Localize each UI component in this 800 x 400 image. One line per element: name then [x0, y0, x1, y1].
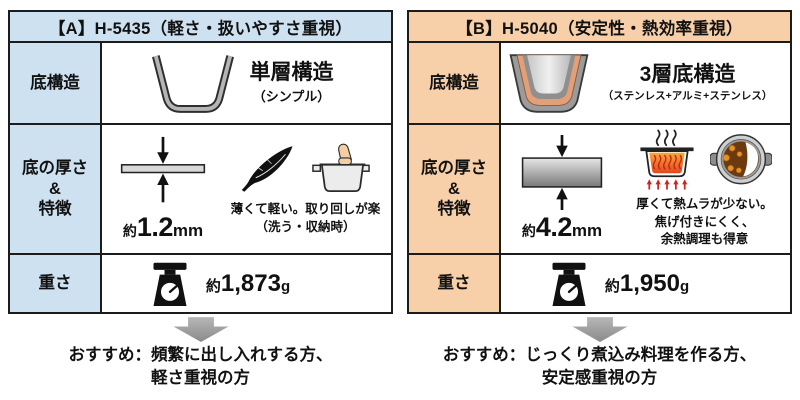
model-b-thickness-row: 底の厚さ & 特徴 — [409, 123, 790, 253]
kitchen-scale-icon — [552, 262, 586, 306]
feature-text: 厚くて熱ムラが少ない。 焦げ付きにくく、 余熱調理も得意 — [636, 197, 773, 247]
single-layer-pot-icon — [151, 54, 234, 113]
thickness-value: 約 4.2 mm — [521, 212, 603, 242]
heating-pot-icon — [639, 129, 694, 190]
triple-layer-pot-icon — [509, 53, 589, 113]
comparison-diagram: 【A】H-5435（軽さ・扱いやすさ重視） 底構造 単層構造 （シンプル） — [8, 10, 792, 390]
feature-icons — [240, 142, 372, 196]
weight-content: 約 1,873 g — [102, 255, 391, 312]
model-a-structure-row: 底構造 単層構造 （シンプル） — [10, 41, 391, 123]
structure-title: 単層構造 — [249, 60, 334, 84]
model-a-thickness-row: 底の厚さ & 特徴 約 — [10, 123, 391, 253]
thickness-label: 底の厚さ & 特徴 — [10, 125, 102, 253]
thickness-value: 約 1.2 mm — [122, 212, 204, 242]
model-a-recommendation: おすすめ：頻繁に出し入れする方、 軽さ重視の方 — [68, 346, 333, 387]
feature-block: 薄くて軽い。取り回しが楽 （洗う・収納時） — [222, 142, 389, 236]
structure-label: 底構造 — [10, 43, 102, 123]
model-a-weight-row: 重さ 約 1,873 g — [10, 253, 391, 312]
model-b-weight-row: 重さ 約 1,950 g — [409, 253, 790, 312]
structure-label: 底構造 — [409, 43, 501, 123]
thickness-arrows-icon — [120, 136, 206, 203]
model-a-header: 【A】H-5435（軽さ・扱いやすさ重視） — [10, 12, 391, 41]
weight-content: 約 1,950 g — [501, 255, 790, 312]
feature-block: 厚くて熱ムラが少ない。 焦げ付きにくく、 余熱調理も得意 — [621, 129, 788, 249]
model-b-column: 【B】H-5040（安定性・熱効率重視） 底構造 — [407, 10, 792, 390]
model-a-column: 【A】H-5435（軽さ・扱いやすさ重視） 底構造 単層構造 （シンプル） — [8, 10, 393, 390]
down-arrow-icon — [571, 317, 628, 343]
model-b-structure-row: 底構造 3層底構造 — [409, 41, 790, 123]
thickness-content: 約 4.2 mm — [501, 125, 790, 253]
model-b-recommendation: おすすめ：じっくり煮込み料理を作る方、 安定感重視の方 — [442, 346, 757, 387]
kitchen-scale-icon — [153, 262, 187, 306]
thickness-diagram-block: 約 4.2 mm — [503, 135, 621, 243]
structure-content: 単層構造 （シンプル） — [102, 43, 391, 123]
down-arrow-icon — [172, 317, 229, 343]
weight-label: 重さ — [10, 255, 102, 312]
model-a-table: 【A】H-5435（軽さ・扱いやすさ重視） 底構造 単層構造 （シンプル） — [8, 10, 393, 314]
weight-label: 重さ — [409, 255, 501, 312]
curry-pot-icon — [709, 134, 772, 185]
feature-text: 薄くて軽い。取り回しが楽 （洗う・収納時） — [230, 202, 381, 234]
thickness-arrows-icon — [521, 135, 603, 210]
structure-subtitle: （ステンレス+アルミ+ステンレス） — [602, 90, 773, 103]
structure-text: 単層構造 （シンプル） — [250, 61, 334, 105]
structure-title: 3層底構造 — [639, 62, 736, 86]
model-b-table: 【B】H-5040（安定性・熱効率重視） 底構造 — [407, 10, 792, 314]
thickness-content: 約 1.2 mm — [102, 125, 391, 253]
thickness-label: 底の厚さ & 特徴 — [409, 125, 501, 253]
thickness-diagram-block: 約 1.2 mm — [104, 135, 222, 243]
feather-icon — [241, 146, 292, 192]
weight-value: 約 1,873 g — [205, 269, 291, 297]
structure-subtitle: （シンプル） — [252, 89, 331, 105]
feature-icons — [638, 129, 772, 191]
structure-content: 3層底構造 （ステンレス+アルミ+ステンレス） — [501, 43, 790, 123]
model-b-header: 【B】H-5040（安定性・熱効率重視） — [409, 12, 790, 41]
weight-value: 約 1,950 g — [604, 269, 690, 297]
hand-lifting-pot-icon — [311, 143, 370, 193]
structure-text: 3層底構造 （ステンレス+アルミ+ステンレス） — [603, 63, 773, 103]
